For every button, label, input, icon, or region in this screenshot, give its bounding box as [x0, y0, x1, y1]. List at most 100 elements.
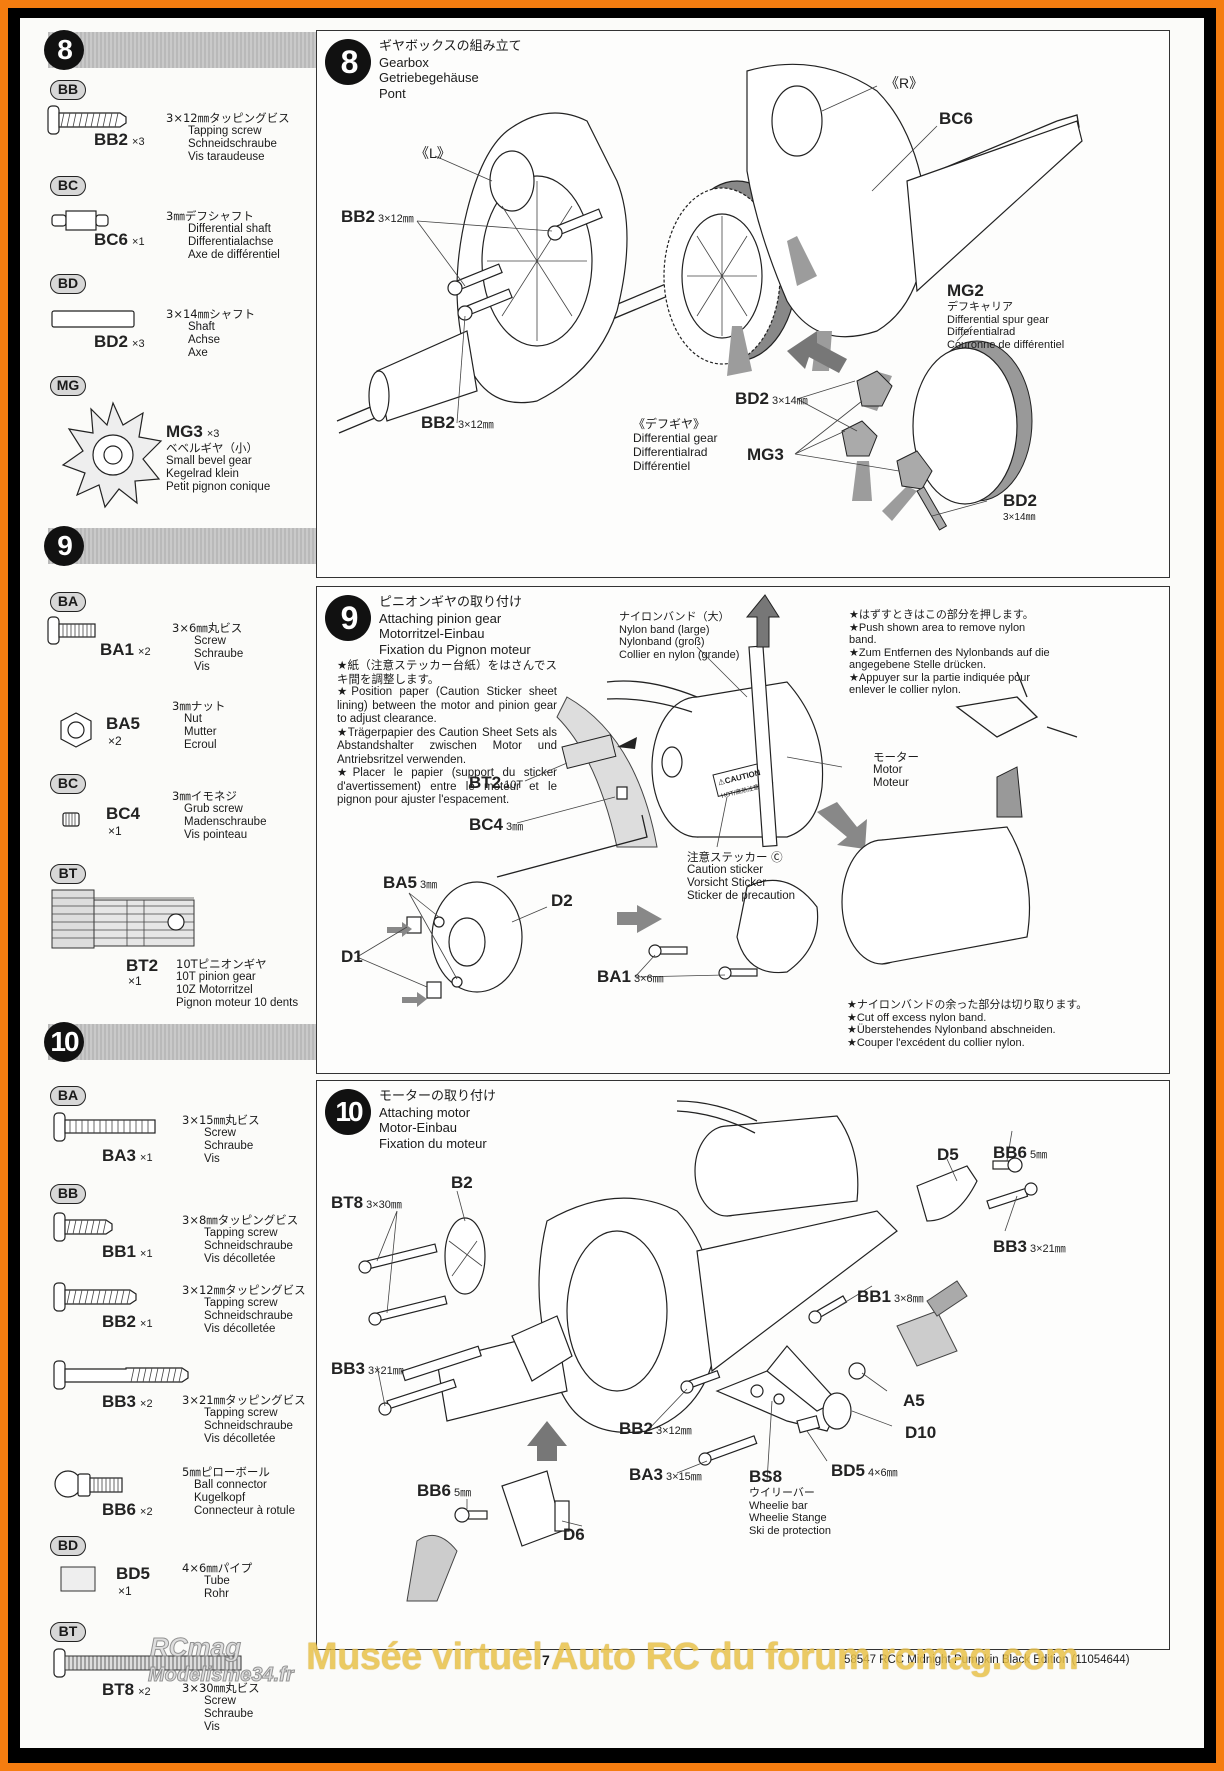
part-description: 3×8㎜タッピングビス Tapping screw Schneidschraub… — [182, 1213, 299, 1266]
bag-label: BD — [50, 1536, 86, 1556]
gearbox-assembly-illustration — [336, 63, 1083, 531]
d2-label: D2 — [551, 891, 573, 910]
part-quantity: ×1 — [128, 974, 142, 988]
bag-label: BT — [50, 864, 86, 884]
part-id: BB1×1 — [102, 1242, 153, 1261]
part-description: 3×15㎜丸ビス Screw Schraube Vis — [182, 1113, 260, 1166]
bag-label: BB — [50, 80, 86, 100]
right-gearbox-case — [746, 63, 1083, 338]
part-id: BB6×2 — [102, 1500, 153, 1519]
pin-icon — [51, 310, 135, 328]
watermark-site: Modelisme34.fr — [148, 1664, 295, 1687]
part-id: BC4 — [106, 804, 141, 823]
d1-label: D1 — [341, 947, 363, 966]
part-description: 3×6㎜丸ビス Screw Schraube Vis — [172, 621, 244, 674]
part-id: BA1×2 — [100, 640, 151, 659]
part-description: 3×12㎜タッピングビス Tapping screw Schneidschrau… — [182, 1283, 306, 1336]
part-description: 3×21㎜タッピングビス Tapping screw Schneidschrau… — [182, 1393, 306, 1446]
part-id: MG3×3 — [166, 422, 220, 441]
tapping-screw-long-icon — [53, 1360, 189, 1390]
bc6-label: BC6 — [939, 109, 974, 128]
hex-nut-icon — [60, 712, 92, 748]
step-title: ギヤボックスの組み立て Gearbox Getriebegehäuse Pont — [379, 39, 522, 101]
bag-label: BA — [50, 1086, 86, 1106]
part-id: BT2 — [126, 956, 159, 975]
wheelie-bar-label: ウイリーバー Wheelie bar Wheelie Stange Ski de… — [749, 1486, 831, 1537]
part-description: 3㎜デフシャフト Differential shaft Differential… — [166, 209, 280, 262]
long-screw-icon — [53, 1648, 242, 1678]
bag-label: BD — [50, 274, 86, 294]
bd2-size: 3×14㎜ — [1003, 512, 1036, 523]
part-description: 3㎜ナット Nut Mutter Ecroul — [172, 699, 226, 752]
watermark-logo: RCmag — [149, 1632, 242, 1663]
parts-step-header-9: 9 — [44, 526, 320, 566]
a5-label: A5 — [903, 1391, 925, 1410]
part-id: BD5 — [116, 1564, 151, 1583]
pinion-gear-icon — [51, 889, 195, 949]
remove-band-note: ★はずすときはこの部分を押します。 ★Push shown area to re… — [849, 608, 1050, 696]
mg3-label: MG3 — [747, 445, 784, 464]
bag-label: BC — [50, 176, 86, 196]
tapping-screw-icon — [53, 1212, 113, 1242]
left-case-label: 《L》 — [415, 145, 451, 161]
step-number-badge: 8 — [44, 30, 84, 70]
left-gearbox-case — [368, 112, 628, 422]
part-description: 3×12㎜タッピングビス Tapping screw Schneidschrau… — [166, 111, 290, 164]
motor-mount-illustration — [358, 1100, 1038, 1602]
screw-icon — [53, 1112, 156, 1142]
motor-mount — [431, 879, 819, 993]
bd2-label: BD2 — [1003, 491, 1038, 510]
motor-label: モーター Motor Moteur — [873, 750, 919, 790]
tapping-screw-icon — [53, 1282, 137, 1312]
paper-clearance-note: ★紙（注意ステッカー台紙）をはさんでスキ間を調整します。 ★Position p… — [337, 658, 557, 806]
right-case-label: 《R》 — [885, 75, 924, 91]
d10-label: D10 — [905, 1423, 937, 1442]
mg2-label: MG2 — [947, 281, 984, 300]
step-title: モーターの取り付け Attaching motor Motor-Einbau F… — [379, 1089, 497, 1151]
step-number-badge: 10 — [44, 1022, 84, 1062]
part-id: BA5 — [106, 714, 141, 733]
step-number-badge: 8 — [325, 39, 371, 85]
part-quantity: ×1 — [118, 1584, 132, 1598]
tube-icon — [60, 1566, 96, 1592]
motor-wires — [606, 680, 698, 713]
part-description: 4×6㎜パイプ Tube Rohr — [182, 1561, 253, 1601]
parts-step-header-8: 8 — [44, 30, 320, 70]
differential-assembly — [841, 340, 1033, 531]
step-10-panel: 10 モーターの取り付け Attaching motor Motor-Einba… — [316, 1080, 1170, 1650]
b2-label: B2 — [451, 1173, 473, 1192]
bag-label: BA — [50, 592, 86, 612]
screw-icon — [47, 616, 96, 645]
pinion-assembly-illustration — [356, 594, 1078, 1007]
motor — [651, 594, 824, 848]
part-id: BT8×2 — [102, 1680, 151, 1699]
cut-band-note: ★ナイロンバンドの余った部分は切り取ります。 ★Cut off excess n… — [847, 998, 1088, 1049]
page-number: 7 — [542, 1652, 550, 1668]
grub-screw-icon — [62, 812, 80, 827]
bevel-gear-icon — [61, 401, 163, 509]
motor-lower — [841, 766, 1031, 965]
spur-gear — [663, 180, 798, 365]
part-id: BC6×1 — [94, 230, 145, 249]
mg2-description: デフキャリア Differential spur gear Differenti… — [947, 300, 1065, 351]
bag-label: MG — [50, 376, 86, 396]
d6-label: D6 — [563, 1525, 585, 1544]
tapping-screw-icon — [47, 105, 127, 135]
step-title: ピニオンギヤの取り付け Attaching pinion gear Motorr… — [379, 595, 531, 657]
shaft-icon — [51, 210, 109, 231]
step-9-panel: 9 ピニオンギヤの取り付け Attaching pinion gear Moto… — [316, 586, 1170, 1074]
part-id: BB2×3 — [94, 130, 145, 149]
instruction-page: 8 BB BB2×3 3×12㎜タッピングビス Tapping screw Sc… — [20, 18, 1204, 1748]
motor — [676, 1100, 859, 1217]
